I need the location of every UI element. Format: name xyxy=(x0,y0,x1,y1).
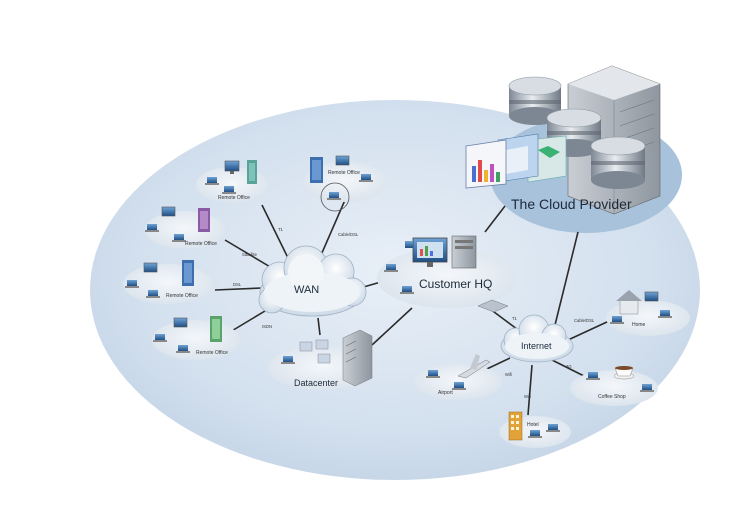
monitor-icon xyxy=(335,155,350,166)
cloud-provider-node: The Cloud Provider xyxy=(465,65,661,215)
link-label-dsl: DSL xyxy=(233,282,242,287)
chart-icon xyxy=(465,139,507,189)
laptop-icon xyxy=(145,224,159,232)
home-node: Home xyxy=(606,290,690,336)
cloud-provider-label: The Cloud Provider xyxy=(511,196,632,212)
laptop-icon xyxy=(586,372,600,380)
remote-office-node-3: Remote Office xyxy=(145,206,225,249)
airplane-icon xyxy=(457,354,491,379)
laptop-icon xyxy=(640,384,654,392)
link-label-satellite: Satellite xyxy=(242,252,258,257)
monitor-icon xyxy=(405,241,413,248)
router-icon xyxy=(315,339,329,350)
wan-cloud: WAN xyxy=(258,245,367,317)
laptop-icon xyxy=(176,345,190,353)
remote-office-label-1: Remote Office xyxy=(218,195,250,201)
monitor-icon xyxy=(143,262,158,273)
laptop-icon xyxy=(400,286,414,294)
building-icon xyxy=(310,157,323,183)
link-label-t1-internet: T1 xyxy=(512,316,518,321)
hotel-label: Hotel xyxy=(527,422,539,428)
laptop-icon xyxy=(528,430,542,438)
remote-office-label-4: Remote Office xyxy=(166,293,198,299)
database-icon xyxy=(508,76,562,125)
router-icon xyxy=(317,353,331,364)
link-label-cable-dsl: Cable/DSL xyxy=(338,232,359,237)
hotel-node: Hotel xyxy=(499,411,571,448)
monitor-icon xyxy=(644,291,659,302)
internet-label: Internet xyxy=(521,341,552,351)
link-label-wifi-airport: Wifi xyxy=(505,372,512,377)
link-label-isdn: ISDN xyxy=(262,324,272,329)
laptop-icon xyxy=(359,174,373,182)
cup-icon xyxy=(613,366,635,380)
laptop-icon xyxy=(125,280,139,288)
server-icon xyxy=(342,329,373,387)
link-label-t1: T1 xyxy=(278,227,284,232)
router-icon xyxy=(477,299,509,313)
laptop-icon xyxy=(222,186,236,194)
database-icon xyxy=(590,136,646,189)
laptop-icon xyxy=(384,264,398,272)
building-icon xyxy=(198,208,210,232)
laptop-icon xyxy=(546,424,560,432)
router-icon xyxy=(299,341,313,352)
laptop-icon xyxy=(452,382,466,390)
home-label: Home xyxy=(632,322,646,328)
link-label-wifi-hotel: Wifi xyxy=(524,394,531,399)
remote-office-label-5: Remote Office xyxy=(196,350,228,356)
monitor-icon xyxy=(173,317,188,328)
airport-label: Airport xyxy=(438,390,453,396)
remote-office-node-1: Remote Office xyxy=(196,160,268,203)
building-icon xyxy=(182,260,194,286)
laptop-icon xyxy=(281,356,295,364)
monitor-icon xyxy=(412,238,422,246)
hotel-icon xyxy=(508,411,523,441)
laptop-icon xyxy=(153,334,167,342)
remote-office-label-2: Remote Office xyxy=(328,170,360,176)
customer-hq-node: Customer HQ xyxy=(377,235,517,313)
remote-office-node-5: Remote Office xyxy=(152,316,240,360)
link-label-cable-dsl-home: Cable/DSL xyxy=(574,318,595,323)
customer-hq-label: Customer HQ xyxy=(419,277,492,291)
coffee-shop-node: Coffee Shop xyxy=(570,366,658,406)
server-icon xyxy=(451,235,477,269)
wan-label: WAN xyxy=(294,284,319,296)
laptop-icon xyxy=(327,192,341,200)
remote-office-node-4: Remote Office xyxy=(123,260,213,304)
datacenter-node: Datacenter xyxy=(268,329,376,390)
remote-office-label-3: Remote Office xyxy=(185,241,217,247)
monitor-icon xyxy=(224,160,240,174)
laptop-icon xyxy=(658,310,672,318)
laptop-icon xyxy=(205,177,219,185)
laptop-icon xyxy=(146,290,160,298)
coffee-shop-label: Coffee Shop xyxy=(598,394,626,400)
highlight-circle xyxy=(320,182,350,212)
internet-cloud: Internet xyxy=(500,314,574,363)
laptop-icon xyxy=(426,370,440,378)
building-icon xyxy=(247,160,257,184)
monitor-icon xyxy=(412,237,448,267)
airport-node: Airport xyxy=(414,354,502,400)
laptop-icon xyxy=(172,234,186,242)
remote-office-node-2: Remote Office xyxy=(303,155,387,212)
building-icon xyxy=(210,316,222,342)
laptop-icon xyxy=(610,316,624,324)
link-label-3g: 3G xyxy=(566,364,572,369)
monitor-icon xyxy=(161,206,176,217)
datacenter-label: Datacenter xyxy=(294,378,338,388)
house-icon xyxy=(616,290,642,315)
